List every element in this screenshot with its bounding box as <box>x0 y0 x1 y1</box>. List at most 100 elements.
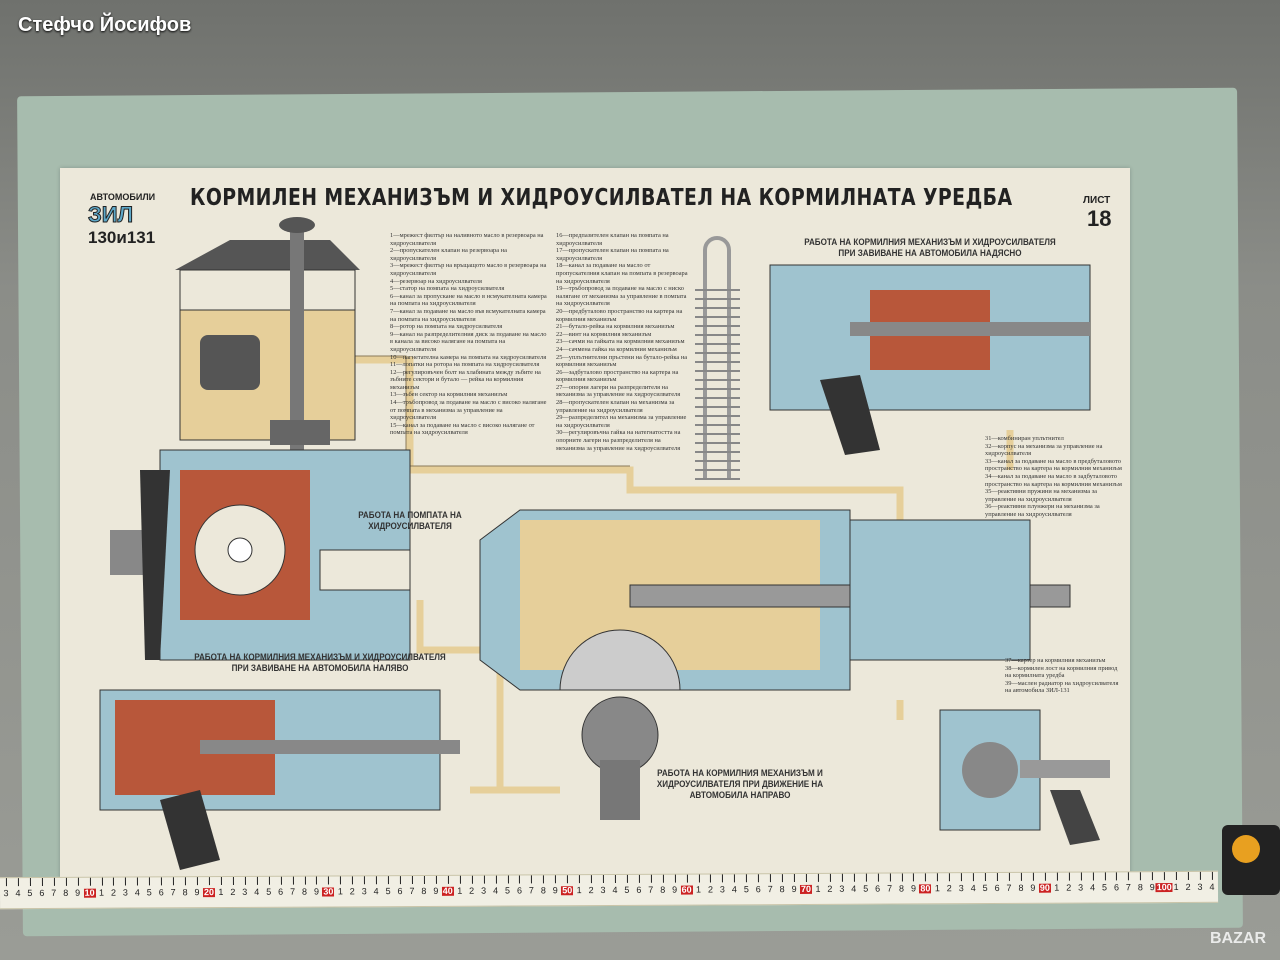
ruler-label: 4 <box>373 886 379 897</box>
ruler-tick <box>1044 872 1046 881</box>
ruler-tick <box>89 877 91 886</box>
ruler-label: 4 <box>1090 882 1096 893</box>
ruler-label: 3 <box>719 884 725 895</box>
ruler-tick <box>973 873 975 882</box>
oil-radiator-drawing <box>703 236 731 480</box>
ruler-tick <box>590 875 593 884</box>
brand-top: АВТОМОБИЛИ <box>90 192 156 202</box>
ruler-label: 4 <box>612 884 618 895</box>
left-turn-mechanism-drawing <box>99 689 460 870</box>
ruler-label: 9 <box>75 887 81 898</box>
ruler-tick <box>913 873 915 882</box>
ruler-label: 6 <box>994 882 1000 893</box>
ruler-tick <box>77 877 79 886</box>
legend-item: 19—тръбопровод за подаване на масло с ни… <box>556 285 687 308</box>
ruler-tick <box>208 877 210 886</box>
ruler-tick <box>29 878 31 887</box>
ruler-label: 5 <box>266 886 272 897</box>
ruler-label: 2 <box>110 887 116 898</box>
legend-item: 1—мрежест филтър на наливното масло в ре… <box>390 232 544 247</box>
ruler-tick <box>447 875 449 884</box>
ruler-tick <box>925 873 927 882</box>
ruler-label: 3 <box>122 887 128 898</box>
ruler-label: 4 <box>970 883 976 894</box>
ruler-label: 6 <box>397 886 403 897</box>
ruler-tick <box>471 875 473 884</box>
ruler-tick <box>829 873 831 882</box>
ruler-label: 7 <box>290 886 296 897</box>
ruler-label: 8 <box>1018 882 1024 893</box>
ruler-label: 1 <box>934 883 940 894</box>
ruler-tick <box>1152 872 1154 881</box>
ruler-tick <box>710 874 712 883</box>
brand-name: ЗИЛ <box>87 202 134 227</box>
ruler-tick <box>722 874 724 883</box>
legend-item: 11—лопатки на ротора на помпата на хидро… <box>390 361 540 369</box>
pump-drawing <box>110 449 411 661</box>
ruler-tick <box>423 875 425 884</box>
ruler-tick <box>758 874 760 883</box>
cutaway-drawing <box>939 709 1110 845</box>
ruler-tick <box>841 873 843 882</box>
legend-item: 25—уплътнителни пръстени на бутало-рейка… <box>556 353 688 369</box>
ruler-tick <box>949 873 951 882</box>
ruler-tick <box>1068 872 1070 881</box>
ruler-label: 2 <box>1066 882 1072 893</box>
legend-item: 7—канал за подаване на масло във всмукат… <box>390 307 546 323</box>
ruler-tick <box>220 877 222 886</box>
ruler-tick <box>280 876 282 885</box>
ruler-tick <box>5 878 7 887</box>
ruler-tick <box>865 873 867 882</box>
ruler-label: 1 <box>218 887 224 898</box>
ruler-label: 8 <box>182 887 188 898</box>
ruler-label: 6 <box>516 885 522 896</box>
ruler-label: 8 <box>63 887 69 898</box>
legend-item: 35—реактивни пружини на механизма за упр… <box>985 488 1097 503</box>
ruler-label: 7 <box>528 885 534 896</box>
ruler-tick <box>531 875 533 884</box>
ruler-tick <box>1092 872 1094 881</box>
ruler-tick <box>244 876 246 885</box>
ruler-tick <box>579 875 581 884</box>
ruler-tick <box>185 877 187 886</box>
ruler-label: 7 <box>409 886 415 897</box>
ruler-tick <box>567 875 569 884</box>
ruler-major-label: 70 <box>799 883 813 894</box>
legend-item: 26—задбуталово пространство на картера н… <box>556 368 679 384</box>
legend-item: 20—предбуталово пространство на картера … <box>556 307 683 323</box>
ruler-label: 4 <box>493 885 499 896</box>
ruler-label: 3 <box>1197 881 1203 892</box>
ruler-tick <box>507 875 509 884</box>
ruler-tick <box>495 875 497 884</box>
ruler-tick <box>137 877 139 886</box>
ruler-label: 9 <box>1030 882 1036 893</box>
ruler-tick <box>674 874 676 883</box>
ruler-major-label: 90 <box>1038 882 1051 893</box>
ruler-label: 4 <box>254 886 260 897</box>
ruler-tick <box>1008 872 1010 881</box>
legend-item: 9—канал на разпределителния диск за пода… <box>390 330 547 353</box>
ruler-tick <box>459 875 461 884</box>
poster-title: КОРМИЛЕН МЕХАНИЗЪМ И ХИДРОУСИЛВАТЕЛ НА К… <box>190 185 1013 211</box>
ruler-tick <box>256 876 258 885</box>
ruler-label: 1 <box>457 885 463 896</box>
ruler-label: 5 <box>146 887 152 898</box>
ruler-tick <box>328 876 330 885</box>
ruler-label: 5 <box>1101 882 1108 893</box>
legend-item: 17—пропускателен клапан на помпата на хи… <box>556 247 669 262</box>
ruler-tick <box>650 874 652 883</box>
ruler-major-label: 20 <box>202 887 216 898</box>
ruler-label: 1 <box>815 883 821 894</box>
ruler-tick <box>352 876 354 885</box>
ruler-tick <box>734 874 736 883</box>
ruler-tick <box>614 874 616 883</box>
ruler-tick <box>1188 871 1190 880</box>
ruler-label: 9 <box>910 883 917 894</box>
ruler-tick <box>340 876 342 885</box>
ruler-tick <box>232 876 234 885</box>
ruler-tick <box>805 873 807 882</box>
ruler-major-label: 100 <box>1155 882 1173 893</box>
ruler-label: 5 <box>863 883 869 894</box>
ruler-tick <box>316 876 318 885</box>
